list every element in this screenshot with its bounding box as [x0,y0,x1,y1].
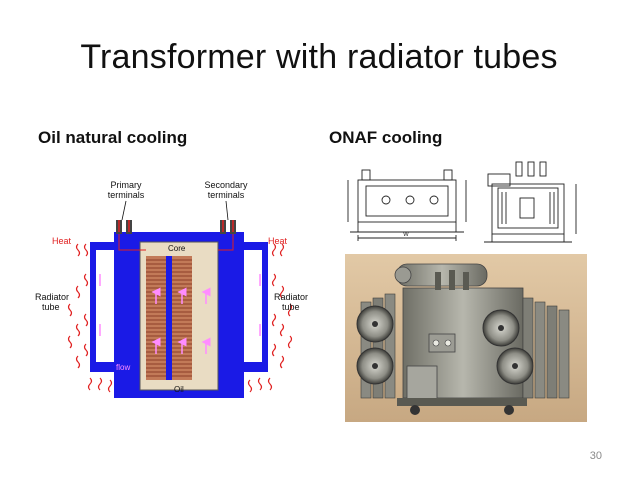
onaf-line-drawing: W [340,158,588,250]
wheel-right [504,405,514,415]
heat-waves-left [67,243,113,393]
primary-leader-line [121,200,127,221]
radiator-tube-right-label-1: Radiator [274,292,308,302]
radiator-tube-left-label-1: Radiator [35,292,69,302]
gauge-dial-1 [432,339,440,347]
conservator-end-cap [394,266,412,284]
drawing-width-label: W [403,232,409,238]
base-frame [397,398,527,406]
cooling-fans [356,305,534,385]
control-cabinet [406,365,438,403]
secondary-terminals-label-2: terminals [208,190,245,200]
onaf-transformer-photo [345,254,587,422]
radiator-tube-left-label-2: tube [42,302,60,312]
side-view [484,161,577,243]
oil-cooling-svg: Primary terminals Secondary terminals He… [35,180,308,398]
onaf-photo-svg [345,254,587,422]
secondary-leader-line [225,200,229,221]
oil-natural-cooling-diagram: Primary terminals Secondary terminals He… [30,174,320,404]
slide-title: Transformer with radiator tubes [80,38,558,76]
radiator-fins-right [522,297,570,399]
wheel-left [410,405,420,415]
core-center-gap [164,256,172,380]
primary-lead [118,234,146,251]
onaf-cooling-heading: ONAF cooling [329,128,443,147]
gauge-panel [428,333,456,353]
oil-flow-arrows [99,274,261,354]
primary-terminals [116,220,132,234]
front-view [347,169,467,241]
oil-natural-cooling-heading: Oil natural cooling [38,128,188,147]
onaf-drawing-svg: W [347,161,577,243]
radiator-tube-left-inner [96,250,116,362]
page-number: 30 [589,450,602,462]
secondary-terminals-label-1: Secondary [204,180,248,190]
windings [146,256,192,380]
secondary-terminals [220,220,236,234]
heat-label-right: Heat [268,236,288,246]
radiator-tube-right-label-2: tube [282,302,300,312]
secondary-lead [218,234,234,251]
heat-label-left: Heat [52,236,72,246]
oil-label: Oil [174,385,184,394]
bushings [435,270,469,290]
primary-terminals-label-2: terminals [108,190,145,200]
gauge-dial-2 [444,339,452,347]
radiator-tube-right-inner [242,250,262,362]
primary-terminals-label-1: Primary [111,180,142,190]
core-label: Core [168,244,186,253]
heat-waves-right [247,243,293,393]
flow-label: flow [116,363,130,372]
